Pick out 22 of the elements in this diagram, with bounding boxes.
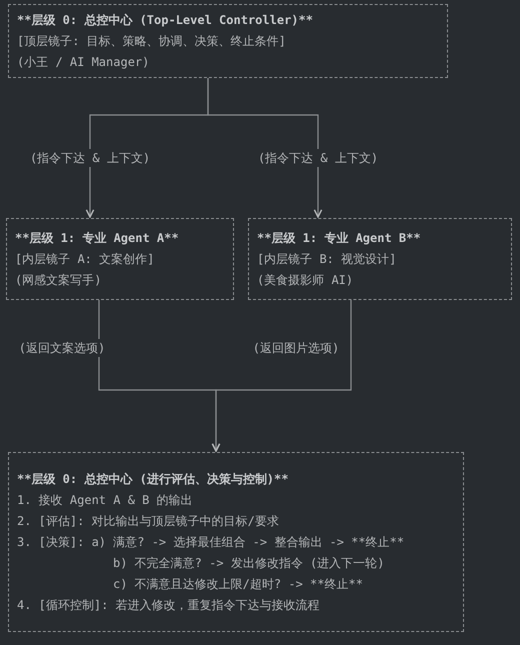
- box-heading: **层级 1: 专业 Agent A**: [15, 230, 180, 246]
- text-box: [248, 218, 512, 300]
- box-text: c) 不满意且达修改上限/超时? -> **终止**: [112, 576, 364, 592]
- box-text: 1. 接收 Agent A & B 的输出: [17, 492, 194, 509]
- box-text: [内层镜子 B: 视觉设计]: [257, 250, 398, 268]
- text-box: [8, 452, 464, 632]
- box-text: 4. [循环控制]: 若进入修改，重复指令下达与接收流程: [17, 596, 321, 614]
- box-text: 3. [决策]: a) 满意? -> 选择最佳组合 -> 整合输出 -> **终止**: [17, 534, 406, 550]
- box-text: [内层镜子 A: 文案创作]: [15, 250, 156, 268]
- arrow: [207, 78, 322, 218]
- arrow: [212, 300, 352, 452]
- text-box: [6, 218, 234, 300]
- box-text: 2. [评估]: 对比输出与顶层镜子中的目标/要求: [17, 512, 280, 530]
- text-box: [8, 4, 448, 78]
- box-heading: **层级 0: 总控中心 (Top-Level Controller)**: [17, 12, 314, 28]
- box-text: b) 不完全满意? -> 发出修改指令 (进入下一轮): [112, 554, 386, 572]
- box-heading: **层级 1: 专业 Agent B**: [257, 230, 422, 246]
- box-text: [顶层镜子: 目标、策略、协调、决策、终止条件]: [17, 32, 287, 50]
- box-text: (网感文案写手): [15, 272, 102, 288]
- box-heading: **层级 0: 总控中心 (进行评估、决策与控制)**: [17, 470, 290, 488]
- box-text: (小王 / AI Manager): [17, 54, 150, 71]
- box-text: (美食摄影师 AI): [257, 272, 354, 288]
